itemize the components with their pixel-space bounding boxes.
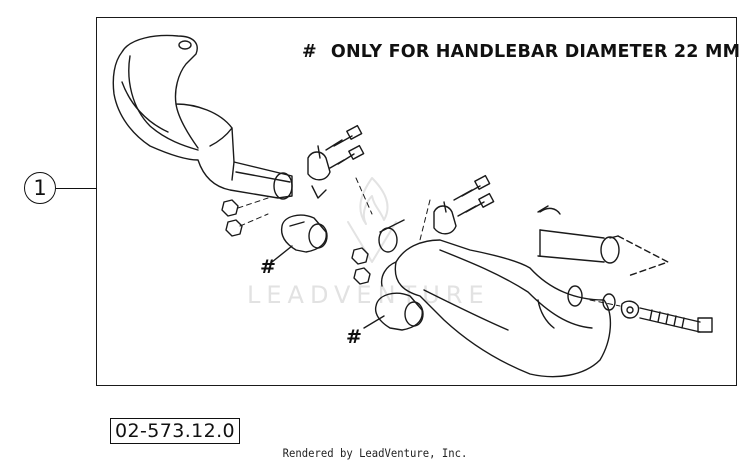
diagram-frame [96, 17, 737, 386]
right-bolts [453, 174, 495, 217]
handlebar [537, 205, 669, 277]
watermark-logo [347, 177, 397, 263]
right-nuts [351, 247, 371, 285]
right-handguard [378, 219, 616, 378]
left-clamp [307, 145, 331, 199]
callout-leader-line [56, 188, 97, 189]
left-nuts [221, 199, 243, 237]
part-number-label: 02-573.12.0 [110, 418, 241, 444]
dashed-guides [237, 177, 431, 241]
left-handguard [112, 34, 293, 200]
part-marker-left: # [260, 256, 276, 278]
diagram-note: # ONLY FOR HANDLEBAR DIAMETER 22 MM [302, 42, 740, 62]
note-symbol: # [302, 42, 317, 62]
left-bolts [325, 124, 365, 169]
render-credit: Rendered by LeadVenture, Inc. [282, 446, 468, 460]
end-bolt [589, 299, 713, 333]
right-clamp [433, 201, 457, 235]
callout-circle: 1 [24, 172, 56, 204]
note-text: ONLY FOR HANDLEBAR DIAMETER 22 MM [330, 42, 741, 62]
right-spacer [363, 292, 424, 331]
left-spacer [271, 214, 328, 263]
part-marker-right: # [346, 326, 362, 348]
